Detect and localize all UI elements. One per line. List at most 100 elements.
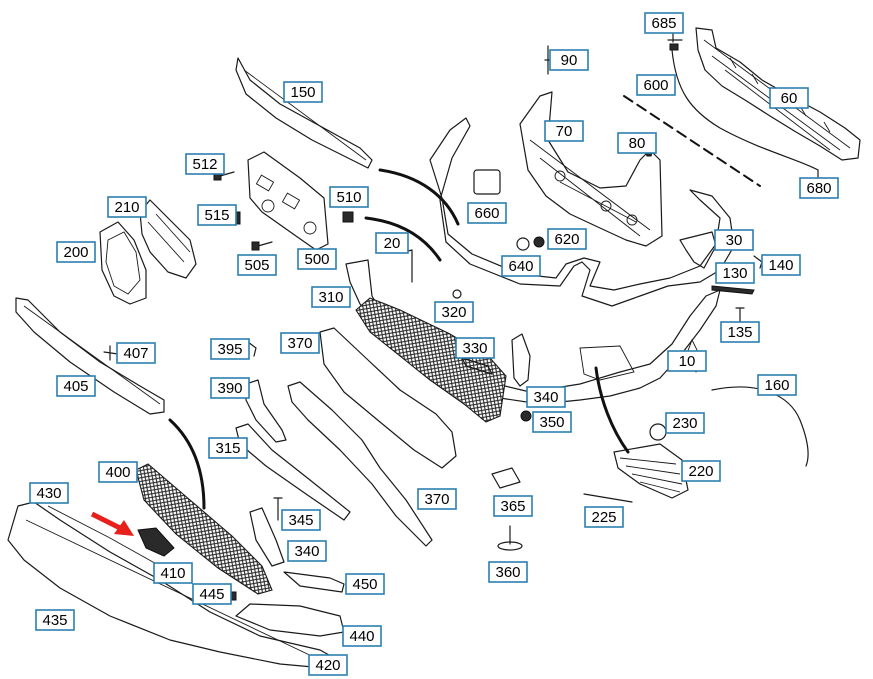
callout-150[interactable]: 150	[283, 81, 323, 103]
callout-450[interactable]: 450	[345, 573, 385, 595]
callout-label: 640	[508, 258, 533, 275]
callout-515[interactable]: 515	[197, 204, 237, 226]
callout-350[interactable]: 350	[532, 411, 572, 433]
part-510-clip	[342, 211, 354, 223]
callout-370-lower[interactable]: 370	[417, 488, 457, 510]
callout-label: 430	[36, 485, 61, 502]
callout-370-upper[interactable]: 370	[280, 332, 320, 354]
callout-160[interactable]: 160	[757, 374, 797, 396]
callout-60[interactable]: 60	[769, 87, 809, 109]
callout-407[interactable]: 407	[116, 342, 156, 364]
callout-label: 600	[643, 77, 668, 94]
callout-330[interactable]: 330	[455, 337, 495, 359]
leader-405	[168, 418, 206, 510]
callout-label: 90	[561, 52, 578, 69]
callout-685[interactable]: 685	[644, 12, 684, 34]
part-225-strip	[583, 493, 633, 503]
callout-label: 60	[781, 90, 798, 107]
callout-220[interactable]: 220	[681, 460, 721, 482]
part-230-lamp	[649, 423, 667, 441]
callout-label: 330	[462, 340, 487, 357]
callout-90[interactable]: 90	[549, 49, 589, 71]
part-395-clip	[247, 341, 257, 357]
part-505-screw	[251, 241, 273, 251]
part-450-bracket	[283, 571, 345, 593]
leader-150	[378, 168, 460, 226]
part-365-bracket	[491, 467, 521, 489]
callout-label: 135	[727, 324, 752, 341]
callout-210[interactable]: 210	[107, 196, 147, 218]
part-315-trim	[235, 423, 351, 521]
callout-225[interactable]: 225	[584, 506, 624, 528]
leader-220	[594, 366, 630, 454]
part-70-support-bracket	[519, 91, 663, 247]
callout-label: 680	[806, 180, 831, 197]
callout-10[interactable]: 10	[667, 350, 707, 372]
callout-label: 390	[217, 380, 242, 397]
callout-230[interactable]: 230	[665, 412, 705, 434]
callout-label: 445	[199, 586, 224, 603]
callout-200[interactable]: 200	[56, 241, 96, 263]
callout-505[interactable]: 505	[237, 254, 277, 276]
callout-390[interactable]: 390	[210, 377, 250, 399]
callout-600[interactable]: 600	[636, 74, 676, 96]
callout-label: 340	[533, 389, 558, 406]
part-135-screw	[735, 307, 745, 323]
part-440-lower-insert	[235, 603, 345, 637]
callout-512[interactable]: 512	[185, 153, 225, 175]
callout-345[interactable]: 345	[281, 509, 321, 531]
callout-410[interactable]: 410	[153, 562, 193, 584]
callout-365[interactable]: 365	[493, 495, 533, 517]
callout-430[interactable]: 430	[29, 482, 69, 504]
callout-140[interactable]: 140	[761, 254, 801, 276]
callout-label: 10	[679, 353, 696, 370]
callout-130[interactable]: 130	[715, 262, 755, 284]
callout-680[interactable]: 680	[799, 177, 839, 199]
callout-label: 230	[672, 415, 697, 432]
callout-510[interactable]: 510	[329, 186, 369, 208]
part-400-lower-grille	[135, 463, 273, 595]
callout-label: 620	[554, 231, 579, 248]
callout-label: 140	[768, 257, 793, 274]
callout-660[interactable]: 660	[467, 202, 507, 224]
callout-135[interactable]: 135	[720, 321, 760, 343]
callout-label: 130	[722, 265, 747, 282]
callout-440[interactable]: 440	[342, 625, 382, 647]
callout-640[interactable]: 640	[501, 255, 541, 277]
callout-80[interactable]: 80	[617, 132, 657, 154]
callout-20[interactable]: 20	[375, 232, 409, 254]
callout-340-upper[interactable]: 340	[526, 386, 566, 408]
callout-405[interactable]: 405	[56, 375, 96, 397]
part-200-lamp-frame	[99, 221, 147, 305]
callout-label: 660	[474, 205, 499, 222]
callout-620[interactable]: 620	[547, 228, 587, 250]
callout-label: 450	[352, 576, 377, 593]
callout-320[interactable]: 320	[434, 301, 474, 323]
part-360-screw	[497, 525, 523, 551]
callout-310[interactable]: 310	[311, 286, 351, 308]
callout-420[interactable]: 420	[308, 654, 348, 676]
part-160-side-trim	[711, 386, 809, 467]
part-680-cable	[671, 49, 819, 181]
callout-360[interactable]: 360	[488, 561, 528, 583]
callout-500[interactable]: 500	[297, 248, 337, 270]
part-330-bracket	[461, 357, 493, 375]
callout-label: 685	[651, 15, 676, 32]
callout-30[interactable]: 30	[714, 229, 754, 251]
part-320-clip	[452, 289, 462, 299]
callout-340-lower[interactable]: 340	[287, 540, 327, 562]
red-arrow-pointer	[90, 511, 134, 536]
part-500-plate-carrier	[247, 151, 329, 251]
callout-445[interactable]: 445	[192, 583, 232, 605]
callout-400[interactable]: 400	[98, 461, 138, 483]
callout-label: 512	[192, 156, 217, 173]
callout-label: 370	[287, 335, 312, 352]
callout-70[interactable]: 70	[544, 120, 584, 142]
callout-315[interactable]: 315	[208, 437, 248, 459]
callout-395[interactable]: 395	[210, 338, 250, 360]
callout-label: 160	[764, 377, 789, 394]
part-370-lower-frame-b	[287, 381, 433, 547]
callout-label: 315	[215, 440, 240, 457]
part-220-side-grille	[613, 443, 689, 499]
callout-435[interactable]: 435	[35, 609, 75, 631]
